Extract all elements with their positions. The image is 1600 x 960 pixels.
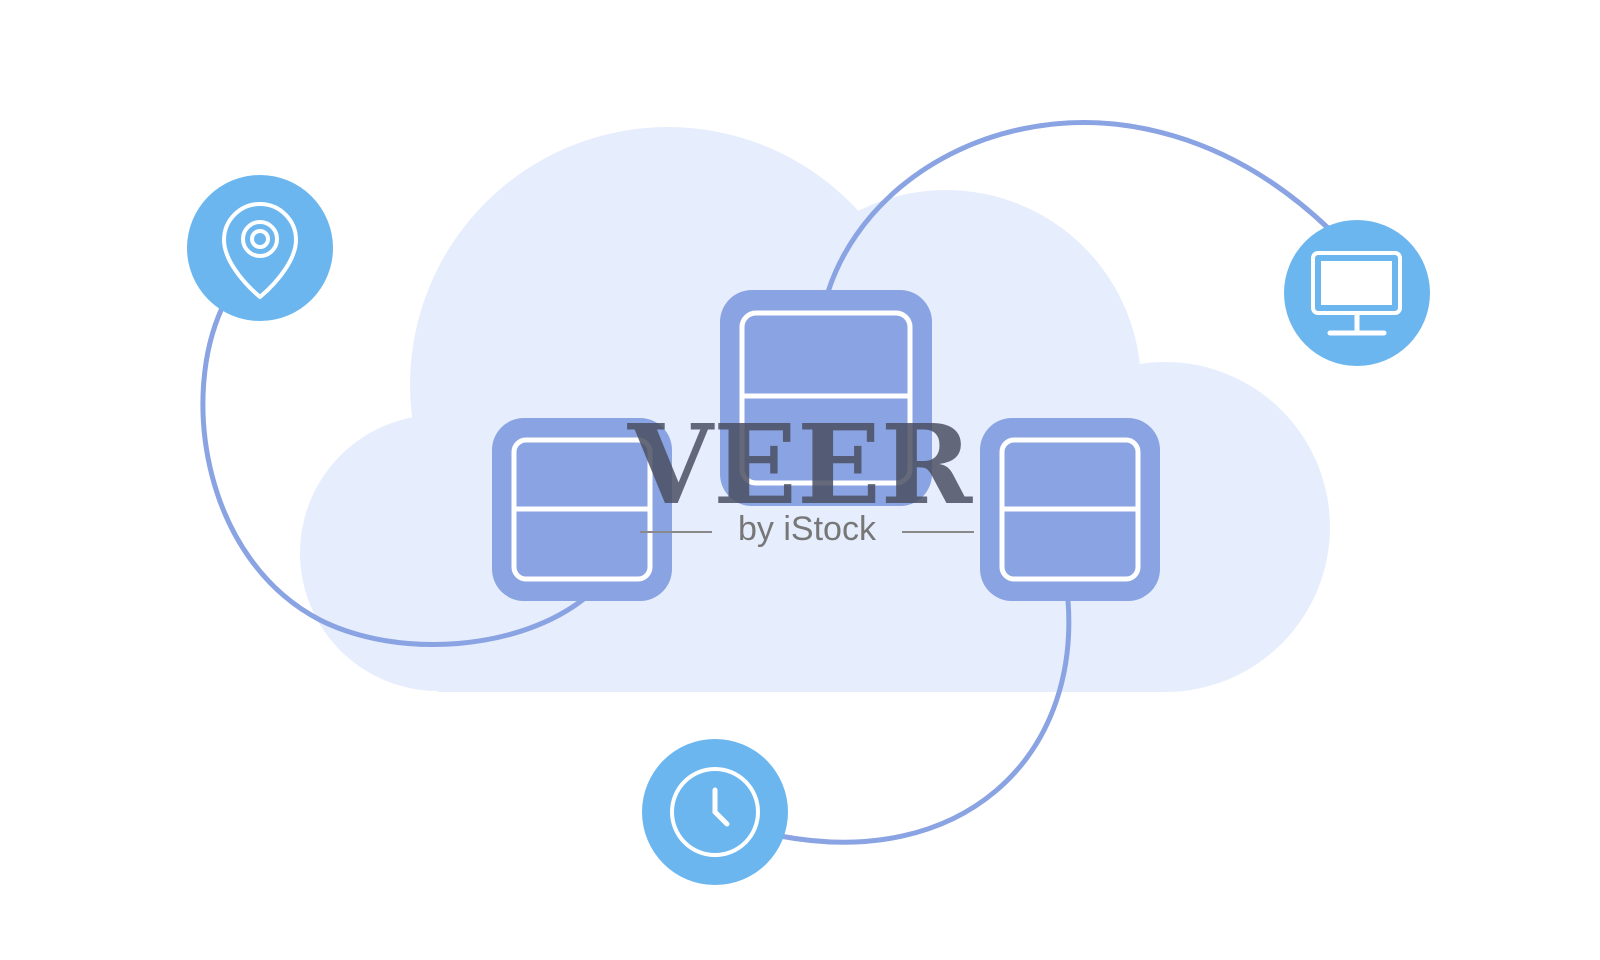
server-right (980, 418, 1160, 601)
watermark: VEER by iStock (627, 400, 974, 548)
watermark-brand: VEER (627, 400, 974, 529)
location-node (187, 175, 333, 321)
connector-lines (200, 120, 1331, 845)
location-pin-icon (222, 202, 298, 299)
clock-icon (670, 767, 760, 857)
server-left (492, 418, 672, 601)
server-outline (511, 437, 653, 582)
clock-node (642, 739, 788, 885)
server-outline (739, 310, 913, 486)
desktop-monitor-icon (1311, 251, 1402, 336)
monitor-node (1284, 220, 1430, 366)
connector-top-server-to-monitor (825, 120, 1331, 295)
server-outline (999, 437, 1141, 582)
connector-location-to-left-server (200, 305, 588, 647)
watermark-tagline: by iStock (738, 510, 877, 548)
connector-right-server-to-clock (777, 597, 1072, 845)
server-top (720, 290, 932, 506)
